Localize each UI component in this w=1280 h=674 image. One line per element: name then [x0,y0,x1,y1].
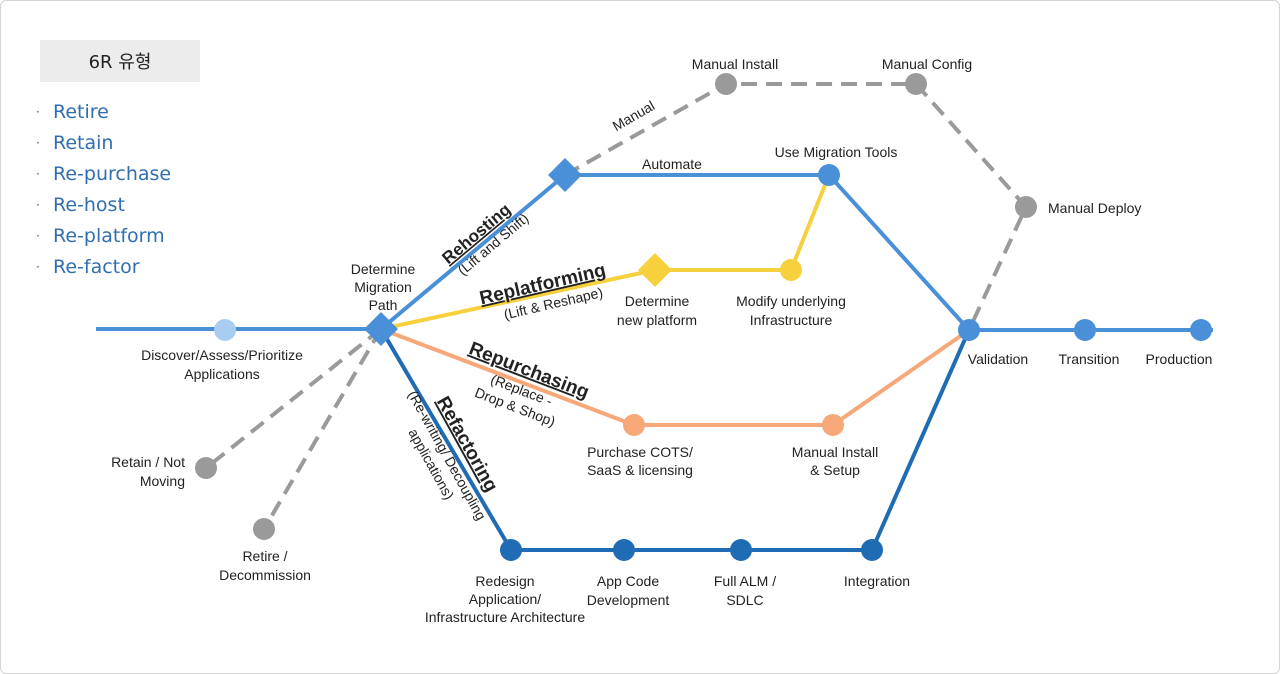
transition-label: Transition [1059,351,1120,367]
production-node [1190,319,1212,341]
manual-install-setup-label: Manual Install& Setup [792,444,878,478]
redesign-node [500,539,522,561]
repurchasing-title-group: Repurchasing (Replace -Drop & Shop) [466,338,592,429]
retire-node [253,518,275,540]
retain-node [195,457,217,479]
manual-deploy-node [1015,196,1037,218]
manual-edge-label: Manual [610,97,658,134]
discover-node [214,319,236,341]
full-alm-label: Full ALM /SDLC [714,573,776,608]
bullet-icon: · [36,228,40,243]
determine-path-node [364,312,398,346]
manual-install-label: Manual Install [692,56,778,72]
legend-item-retire: · Retire [36,96,171,127]
retain-line [204,327,383,470]
manual-line [564,82,1029,331]
legend-item-label: Re-host [53,193,125,216]
validation-node [958,319,980,341]
bullet-icon: · [36,135,40,150]
bullet-icon: · [36,166,40,181]
repurchasing-line [380,327,971,427]
bullet-icon: · [36,104,40,119]
legend-item-replatform: · Re-platform [36,220,171,251]
replatforming-title-group: Replatforming (Lift & Reshape) [478,260,608,323]
determine-platform-node [638,253,672,287]
manual-install-node [715,73,737,95]
legend-title: 6R 유형 [40,40,200,82]
legend-item-refactor: · Re-factor [36,251,171,282]
refactoring-line [379,327,971,552]
production-label: Production [1146,351,1213,367]
integration-label: Integration [844,573,910,589]
manual-install-setup-node [822,414,844,436]
legend-item-label: Re-factor [53,255,140,278]
full-alm-node [730,539,752,561]
retire-line [262,327,383,531]
validation-label: Validation [968,351,1028,367]
legend-item-label: Retire [53,100,109,123]
rehost-split-node [548,158,582,192]
bullet-icon: · [36,197,40,212]
app-code-node [613,539,635,561]
legend-item-label: Re-purchase [53,162,172,185]
replatforming-line [380,174,831,331]
transition-node [1074,319,1096,341]
use-migration-tools-label: Use Migration Tools [775,144,898,160]
retire-label: Retire /Decommission [219,548,311,583]
legend-item-label: Retain [53,131,114,154]
manual-config-node [905,73,927,95]
bullet-icon: · [36,259,40,274]
purchase-cots-node [623,414,645,436]
manual-deploy-label: Manual Deploy [1048,200,1141,216]
legend-item-retain: · Retain [36,127,171,158]
purchase-cots-label: Purchase COTS/SaaS & licensing [587,444,693,478]
rehosting-line [379,173,971,332]
use-migration-tools-node [818,164,840,186]
legend-list: · Retire · Retain · Re-purchase · Re-host · R… [36,96,171,282]
legend-item-repurchase: · Re-purchase [36,158,171,189]
automate-edge-label: Automate [642,156,702,172]
modify-infra-node [780,259,802,281]
legend-item-label: Re-platform [53,224,165,247]
legend-item-rehost: · Re-host [36,189,171,220]
manual-config-label: Manual Config [882,56,972,72]
integration-node [861,539,883,561]
